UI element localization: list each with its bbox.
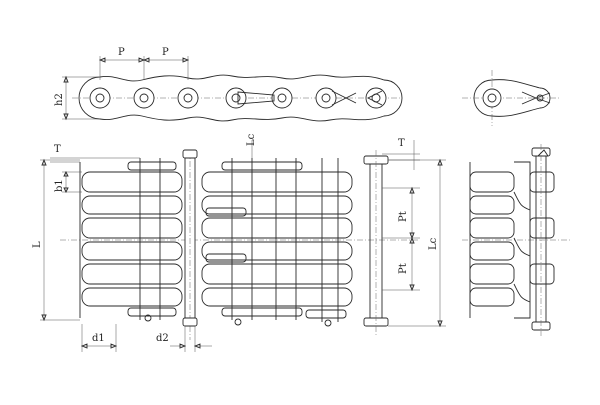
label-connecting-length: Lc xyxy=(246,133,257,146)
label-plate-height: h2 xyxy=(54,93,65,106)
side-view-chain: P P h2 xyxy=(54,47,403,122)
label-transverse-pitch-1: Pt xyxy=(398,211,409,222)
label-inner-width: b1 xyxy=(54,179,65,192)
label-pitch-right: P xyxy=(162,47,169,58)
plan-view-triple-chain: T b1 L Lc T Pt Pt Lc xyxy=(32,133,446,352)
end-view-link xyxy=(462,70,560,126)
label-roller-diameter: d1 xyxy=(92,333,105,344)
label-transverse-pitch-2: Pt xyxy=(398,263,409,274)
label-pitch-left: P xyxy=(118,47,125,58)
label-connecting-length-right: Lc xyxy=(428,237,439,250)
label-plate-thickness-left: T xyxy=(54,144,61,155)
label-plate-thickness-right: T xyxy=(398,138,405,149)
label-overall-length: L xyxy=(32,241,43,248)
side-view-triple xyxy=(462,144,570,336)
label-pin-diameter: d2 xyxy=(156,333,169,344)
